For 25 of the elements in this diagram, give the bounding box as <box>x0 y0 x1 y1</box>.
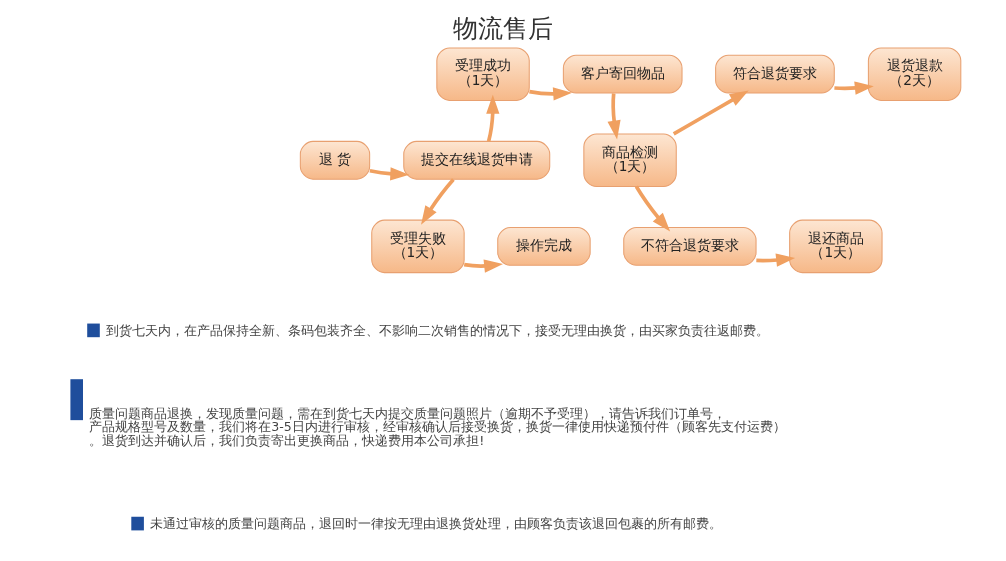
arrow <box>634 185 671 232</box>
node-box: 操作完成 <box>497 226 591 266</box>
arrow <box>486 94 500 142</box>
arrow <box>463 259 504 273</box>
label: 质量问题商品退换，发现质量问题，需在到货七天内提交质量问题照片（逾期不予受理），请告诉我们订单号，产品规格型号及数量，我们将在3-5日内进行审核，经审核确认后接受换货，换货一律使用快递预付件（顾客先支付运费）。退货到达并确认后，我们负责寄出更换商品，快递费用本公司承担! <box>89 405 786 448</box>
node-box: 商品检测 （1天） <box>583 133 677 188</box>
arrow <box>421 178 455 225</box>
node-box: 不符合退货要求 <box>623 226 757 266</box>
node-box: 退还商品 （1天） <box>789 219 883 274</box>
label: 到货七天内，在产品保持全新、条码包装齐全、不影响二次销售的情况下，接受无理由换货，由买家负责往返邮费。 <box>106 322 770 338</box>
arrow <box>834 81 874 95</box>
node-box: 退 货 <box>299 140 371 180</box>
arrow <box>529 87 573 101</box>
arrow <box>672 90 749 136</box>
node-box: 提交在线退货申请 <box>403 140 551 180</box>
node-box: 符合退货要求 <box>715 54 835 94</box>
arrow <box>607 93 621 140</box>
arrow <box>369 167 410 181</box>
diagram-title: 物流售后 <box>453 13 553 43</box>
node-box: 退货退款 （2天） <box>867 47 962 101</box>
label: 未通过审核的质量问题商品，退回时一律按无理由退换货处理，由顾客负责该退回包裹的所有邮费。 <box>150 515 723 531</box>
node-box: 受理失败 （1天） <box>371 219 465 274</box>
arrow <box>756 253 796 267</box>
node-box: 客户寄回物品 <box>562 54 683 94</box>
node-box: 受理成功 （1天） <box>436 47 530 101</box>
